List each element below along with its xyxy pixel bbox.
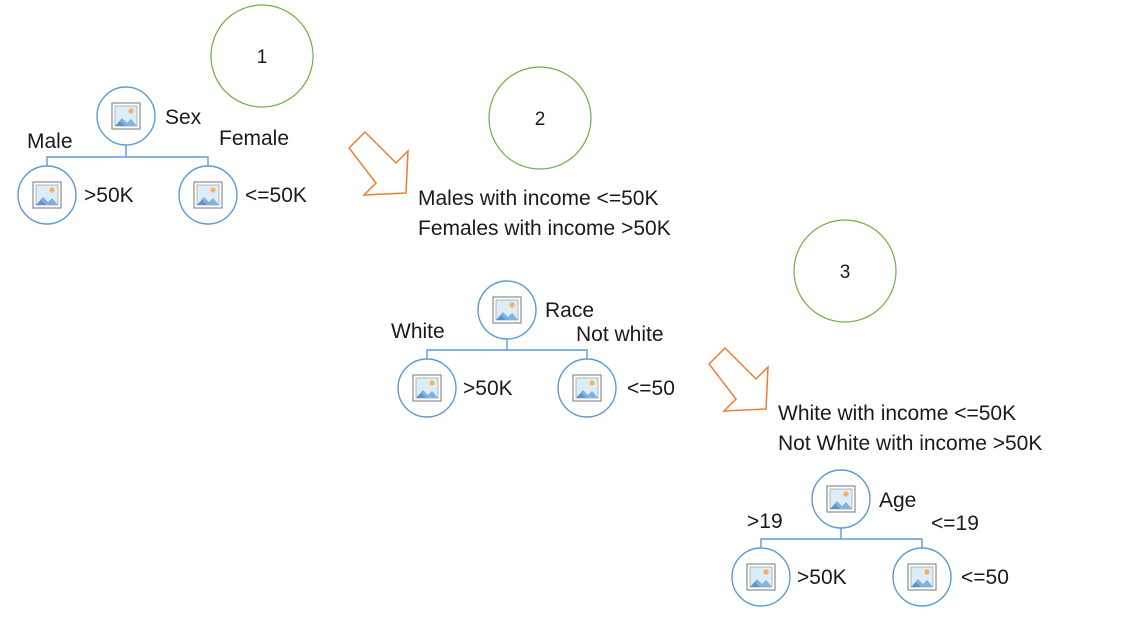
transition-2-line-2: Not White with income >50K bbox=[778, 432, 1042, 455]
transition-arrow-1 bbox=[348, 130, 409, 196]
tree-3-root-node bbox=[811, 469, 871, 529]
tree-1-root-node bbox=[96, 86, 156, 146]
image-placeholder-icon bbox=[412, 374, 442, 402]
step-2-number: 2 bbox=[535, 109, 546, 130]
step-3-number: 3 bbox=[840, 262, 851, 283]
tree-2-root-label: Race bbox=[545, 299, 594, 322]
image-placeholder-icon bbox=[907, 563, 937, 591]
tree-3-left-branch-label: >19 bbox=[747, 510, 783, 533]
tree-2-right-leaf-label: <=50 bbox=[627, 377, 675, 400]
transition-text-1: Males with income <=50K Females with inc… bbox=[418, 187, 671, 240]
tree-3-left-leaf-node bbox=[731, 547, 791, 607]
tree-1-root-label: Sex bbox=[165, 106, 202, 129]
tree-3-right-leaf-node bbox=[892, 547, 952, 607]
tree-3-right-leaf-label: <=50 bbox=[961, 566, 1009, 589]
tree-2-root-node bbox=[477, 280, 537, 340]
tree-1-right-leaf-node bbox=[178, 165, 238, 225]
step-3-circle bbox=[793, 219, 897, 323]
image-placeholder-icon bbox=[32, 181, 62, 209]
tree-1-right-leaf-label: <=50K bbox=[245, 184, 307, 207]
step-1-number: 1 bbox=[257, 47, 268, 68]
image-placeholder-icon bbox=[746, 563, 776, 591]
tree-3-root-label: Age bbox=[879, 489, 916, 512]
transition-1-line-2: Females with income >50K bbox=[418, 217, 671, 240]
image-placeholder-icon bbox=[193, 181, 223, 209]
step-2-circle bbox=[488, 66, 592, 170]
tree-3-left-leaf-label: >50K bbox=[797, 566, 847, 589]
tree-sex: Sex Male Female >50K <=50K bbox=[17, 86, 307, 225]
tree-1-left-branch-label: Male bbox=[27, 130, 73, 153]
image-placeholder-icon bbox=[492, 296, 522, 324]
transition-1-line-1: Males with income <=50K bbox=[418, 187, 658, 210]
tree-age: Age >19 <=19 >50K <=50 bbox=[731, 469, 1009, 607]
image-placeholder-icon bbox=[111, 102, 141, 130]
tree-1-connector bbox=[46, 145, 209, 167]
step-2: 2 bbox=[488, 66, 592, 170]
tree-1-left-leaf-label: >50K bbox=[84, 184, 134, 207]
transition-2-line-1: White with income <=50K bbox=[778, 402, 1016, 425]
step-3: 3 bbox=[793, 219, 897, 323]
tree-race: Race White Not white >50K <=50 bbox=[391, 280, 675, 418]
step-1: 1 bbox=[210, 4, 314, 108]
tree-2-left-leaf-label: >50K bbox=[463, 377, 513, 400]
transition-text-2: White with income <=50K Not White with i… bbox=[778, 402, 1042, 455]
tree-2-connector bbox=[426, 339, 588, 360]
tree-2-right-branch-label: Not white bbox=[576, 323, 664, 346]
tree-3-right-branch-label: <=19 bbox=[931, 512, 979, 535]
step-1-circle bbox=[210, 4, 314, 108]
transition-arrow-2 bbox=[708, 346, 769, 412]
image-placeholder-icon bbox=[826, 485, 856, 513]
tree-1-right-branch-label: Female bbox=[219, 127, 289, 150]
tree-2-left-branch-label: White bbox=[391, 320, 445, 343]
tree-2-left-leaf-node bbox=[397, 358, 457, 418]
tree-3-connector bbox=[760, 528, 923, 548]
tree-1-left-leaf-node bbox=[17, 165, 77, 225]
tree-2-right-leaf-node bbox=[557, 358, 617, 418]
image-placeholder-icon bbox=[572, 374, 602, 402]
